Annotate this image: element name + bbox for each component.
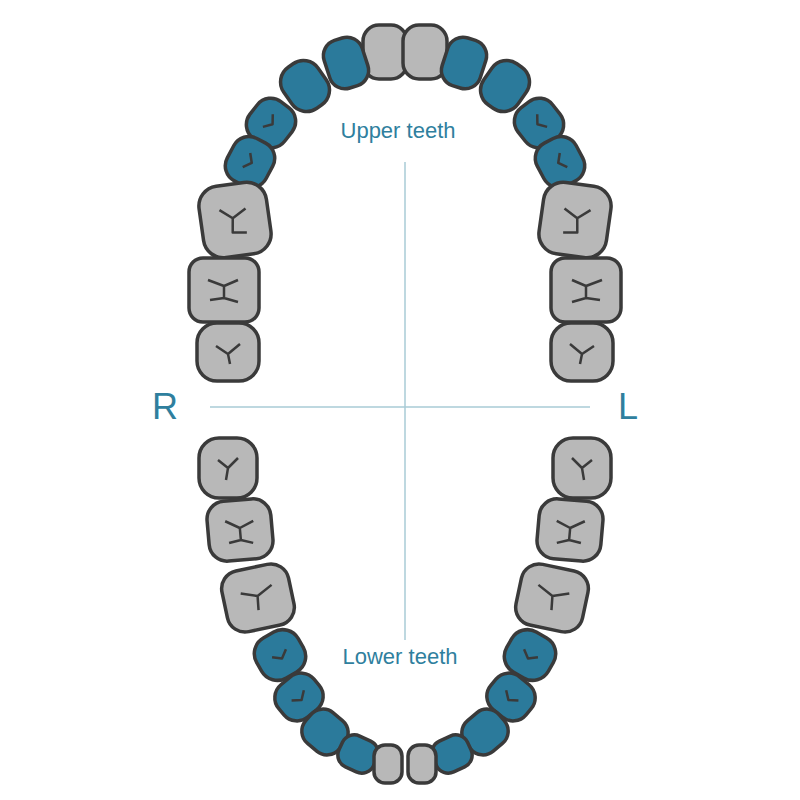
side-label: R <box>148 387 182 427</box>
arch-label: Upper teeth <box>337 119 460 143</box>
arch-label: Lower teeth <box>339 645 462 669</box>
side-label: L <box>614 387 642 427</box>
